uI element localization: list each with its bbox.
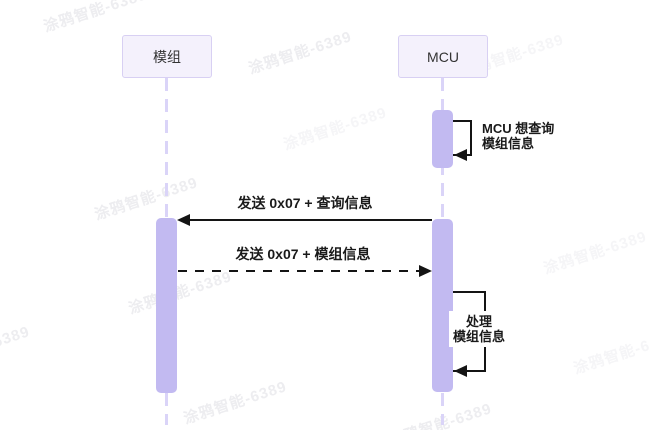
watermark-text: 涂鸦智能-6389 (571, 328, 649, 378)
participant-box-mcu: MCU (398, 35, 488, 78)
activation-bar-module (156, 218, 177, 393)
message-label: 发送 0x07 + 查询信息 (237, 195, 373, 211)
participant-box-module: 模组 (122, 35, 212, 78)
watermark-text: 涂鸦智能-6389 (126, 268, 234, 318)
self-message-label: 处理 模组信息 (448, 311, 510, 347)
self-message-label-line1: MCU 想查询 (482, 121, 555, 136)
watermark-text: 涂鸦智能-6389 (541, 228, 649, 278)
arrowhead-left-icon (454, 149, 467, 161)
self-message-label-line2: 模组信息 (452, 329, 506, 344)
arrowhead-left-icon (177, 214, 190, 226)
self-message-label: MCU 想查询 模组信息 (482, 121, 554, 151)
arrowhead-left-icon (454, 365, 467, 377)
message-line-dashed (178, 270, 419, 273)
message-label: 发送 0x07 + 模组信息 (235, 246, 371, 262)
participant-label-module: 模组 (153, 48, 181, 65)
message-line-solid (187, 219, 432, 222)
self-message-label-line2: 模组信息 (482, 136, 535, 151)
arrowhead-right-icon (419, 265, 432, 277)
watermark-text: 涂鸦智能-6389 (281, 104, 389, 154)
watermark-text: 涂鸦智能-6389 (386, 397, 495, 430)
watermark-text: 涂鸦智能-6389 (0, 323, 32, 373)
self-message-label-line1: 处理 (465, 314, 493, 329)
watermark-text: 涂鸦智能-6389 (181, 378, 289, 428)
activation-bar-mcu-1 (432, 110, 453, 168)
watermark-text: 涂鸦智能-6389 (41, 0, 149, 36)
watermark-text: 涂鸦智能-6389 (246, 28, 354, 78)
activation-bar-mcu-2 (432, 219, 453, 392)
participant-label-mcu: MCU (427, 48, 459, 65)
